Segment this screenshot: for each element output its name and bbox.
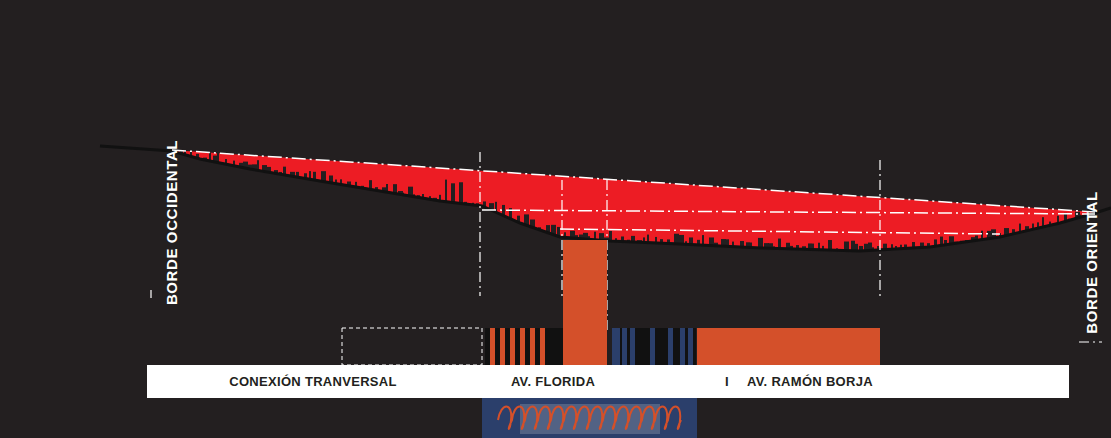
edge-tick: [150, 290, 151, 298]
stripe: [630, 328, 635, 365]
stripe: [612, 328, 620, 365]
axis-line: [879, 160, 880, 296]
edge-tick: [1079, 341, 1102, 342]
axis-line: [479, 152, 480, 296]
stripe: [510, 328, 515, 365]
dashed-bar: [342, 328, 482, 365]
edge-label: BORDE ORIENTAL: [1082, 191, 1099, 333]
orange-bar: [697, 328, 880, 365]
terrain-line: [100, 146, 1111, 251]
level-line: [560, 229, 1000, 234]
top-line: [172, 150, 1095, 212]
building-mark: [459, 182, 463, 205]
street-band: CONEXIÓN TRANVERSAL AV. FLORIDA I AV. RAMÓN…: [147, 365, 1069, 398]
stripe: [668, 328, 673, 365]
stripe: [688, 328, 693, 365]
stripe: [680, 328, 685, 365]
level-line: [482, 210, 1095, 214]
section-fill: [172, 150, 1095, 250]
stripe: [622, 328, 627, 365]
column-bar: [563, 240, 607, 365]
building-mark: [445, 180, 447, 204]
street-name: AV. RAMÓN BORJA: [747, 374, 873, 389]
edge-label: BORDE OCCIDENTAL: [164, 139, 181, 304]
stripe: [500, 328, 505, 365]
stripe: [650, 328, 655, 365]
street-name: CONEXIÓN TRANVERSAL: [229, 374, 397, 389]
street-name: I: [725, 374, 729, 389]
street-name: AV. FLORIDA: [511, 374, 595, 389]
striped-bar: [485, 328, 563, 365]
stripe: [520, 328, 525, 365]
coil-symbol: [498, 407, 681, 430]
coil-box: [482, 398, 697, 438]
stripe: [490, 328, 495, 365]
axis-line: [561, 180, 562, 296]
stripe: [540, 328, 545, 365]
stripe: [530, 328, 535, 365]
striped-bar: [612, 328, 696, 365]
